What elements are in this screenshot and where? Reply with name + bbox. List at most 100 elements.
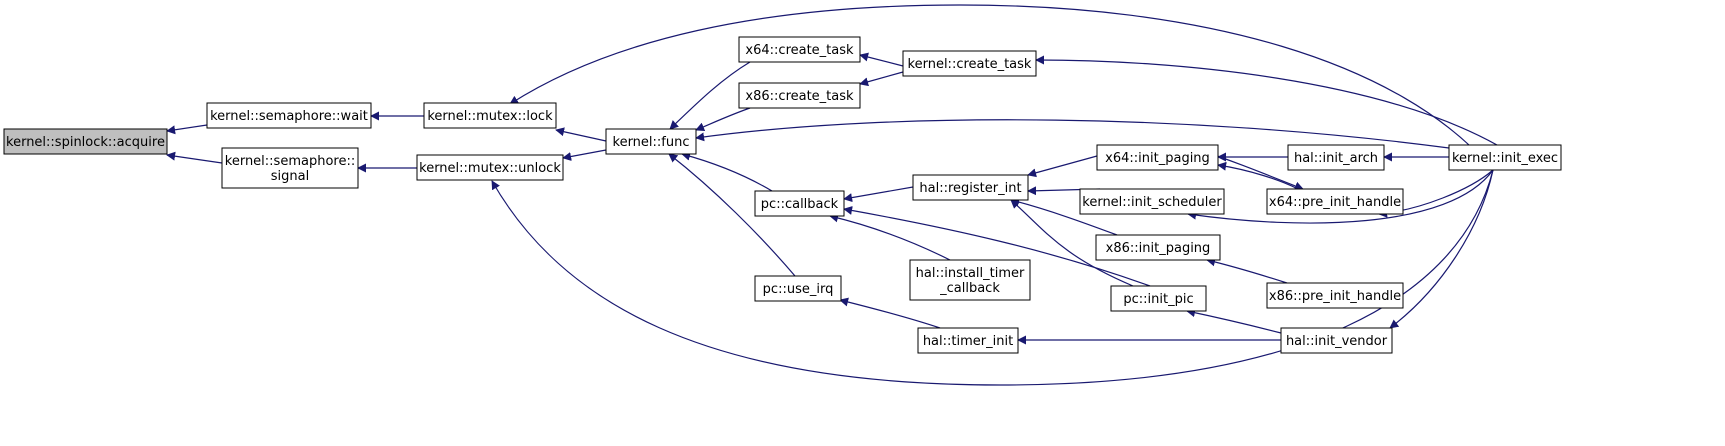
node-box — [1287, 144, 1385, 171]
node-box — [1095, 234, 1221, 261]
node-box — [909, 259, 1031, 301]
edge-hal-register-int-to-pc-callback — [843, 186, 914, 203]
node-label: hal::timer_init — [923, 334, 1013, 349]
edge-pc-callback-to-kernel-func — [681, 151, 773, 192]
nodes-layer: kernel::spinlock::acquirekernel::semapho… — [3, 36, 1562, 354]
edges-layer — [166, 4, 1498, 386]
edge-x64-init-paging-to-hal-register-int — [1027, 155, 1098, 178]
node-box — [912, 174, 1029, 201]
node-label: hal::install_timer — [916, 266, 1025, 281]
node-x86-create-task[interactable]: x86::create_task — [738, 82, 861, 109]
edge-kernel-init-exec-to-kernel-create-task — [1035, 55, 1498, 146]
node-box — [221, 147, 359, 189]
edge-kernel-func-to-mutex-unlock — [562, 149, 607, 161]
edge-hal-timer-init-to-pc-use-irq — [839, 297, 941, 329]
node-label: kernel::create_task — [908, 57, 1032, 72]
node-box — [423, 102, 557, 129]
edge-sem-signal-to-spinlock-acquire — [166, 151, 223, 164]
node-mutex-lock[interactable]: kernel::mutex::lock — [423, 102, 557, 129]
node-hal-init-vendor[interactable]: hal::init_vendor — [1280, 327, 1393, 354]
edge-kernel-init-exec-to-hal-init-vendor — [1389, 169, 1494, 329]
node-label: kernel::mutex::lock — [427, 109, 553, 124]
node-label: hal::init_vendor — [1286, 334, 1388, 349]
edge-pc-init-pic-to-pc-callback — [843, 206, 1151, 287]
node-box — [917, 327, 1019, 354]
node-label: hal::register_int — [919, 181, 1021, 196]
node-label: x86::create_task — [745, 89, 854, 104]
edge-x64-create-task-to-kernel-func — [669, 61, 751, 130]
node-x64-create-task[interactable]: x64::create_task — [738, 36, 861, 63]
node-x86-init-paging[interactable]: x86::init_paging — [1095, 234, 1221, 261]
node-hal-install-timer-callback[interactable]: hal::install_timer_callback — [909, 259, 1031, 301]
node-label: kernel::init_scheduler — [1082, 195, 1222, 210]
node-kernel-create-task[interactable]: kernel::create_task — [902, 50, 1037, 77]
node-pc-use-irq[interactable]: pc::use_irq — [754, 275, 842, 302]
edge-x64-pre-init-handle-to-x64-init-paging — [1217, 161, 1299, 190]
node-hal-register-int[interactable]: hal::register_int — [912, 174, 1029, 201]
node-box — [1266, 282, 1404, 309]
node-hal-timer-init[interactable]: hal::timer_init — [917, 327, 1019, 354]
edge-x86-init-paging-to-hal-register-int — [1010, 197, 1118, 236]
edge-x86-create-task-to-kernel-func — [695, 107, 751, 132]
node-spinlock-acquire[interactable]: kernel::spinlock::acquire — [3, 128, 168, 155]
node-label: pc::callback — [761, 197, 839, 212]
node-box — [416, 154, 564, 181]
node-label: signal — [271, 169, 309, 184]
node-pc-init-pic[interactable]: pc::init_pic — [1110, 285, 1207, 312]
edge-kernel-create-task-to-x64-create-task — [859, 52, 904, 67]
node-pc-callback[interactable]: pc::callback — [754, 190, 845, 217]
node-mutex-unlock[interactable]: kernel::mutex::unlock — [416, 154, 564, 181]
edge-pc-init-pic-to-hal-register-int — [1010, 199, 1134, 287]
node-box — [3, 128, 168, 155]
node-label: pc::use_irq — [763, 282, 834, 297]
edge-kernel-init-exec-to-kernel-func — [695, 119, 1450, 149]
node-kernel-func[interactable]: kernel::func — [605, 128, 697, 155]
edge-kernel-init-exec-to-mutex-unlock — [491, 169, 1494, 386]
node-box — [206, 102, 372, 129]
node-x86-pre-init-handle[interactable]: x86::pre_init_handle — [1266, 282, 1404, 309]
node-sem-wait[interactable]: kernel::semaphore::wait — [206, 102, 372, 129]
node-label: kernel::semaphore:: — [225, 154, 355, 169]
node-label: x86::pre_init_handle — [1269, 289, 1401, 304]
node-sem-signal[interactable]: kernel::semaphore::signal — [221, 147, 359, 189]
edge-kernel-init-exec-to-kernel-init-scheduler — [1187, 169, 1494, 224]
node-label: kernel::func — [613, 135, 690, 150]
node-label: kernel::semaphore::wait — [210, 109, 368, 124]
node-x64-init-paging[interactable]: x64::init_paging — [1096, 144, 1219, 171]
edge-hal-install-timer-callback-to-pc-callback — [829, 213, 951, 261]
node-box — [1448, 144, 1562, 171]
node-x64-pre-init-handle[interactable]: x64::pre_init_handle — [1266, 188, 1404, 215]
node-box — [902, 50, 1037, 77]
node-box — [754, 190, 845, 217]
node-box — [1110, 285, 1207, 312]
edge-kernel-func-to-mutex-lock — [555, 127, 607, 142]
node-box — [1280, 327, 1393, 354]
node-kernel-init-scheduler[interactable]: kernel::init_scheduler — [1079, 188, 1225, 215]
node-box — [1079, 188, 1225, 215]
node-label: x64::create_task — [745, 43, 854, 58]
edge-sem-wait-to-spinlock-acquire — [166, 124, 208, 135]
node-box — [738, 36, 861, 63]
node-box — [1266, 188, 1404, 215]
edge-x86-pre-init-handle-to-x86-init-paging — [1206, 257, 1288, 284]
node-label: kernel::spinlock::acquire — [6, 135, 165, 150]
node-label: x64::init_paging — [1105, 151, 1210, 166]
node-label: pc::init_pic — [1123, 292, 1193, 307]
edge-pc-use-irq-to-kernel-func — [668, 153, 796, 277]
node-box — [605, 128, 697, 155]
node-kernel-init-exec[interactable]: kernel::init_exec — [1448, 144, 1562, 171]
node-box — [738, 82, 861, 109]
node-label: x86::init_paging — [1106, 241, 1211, 256]
node-box — [1096, 144, 1219, 171]
node-label: hal::init_arch — [1294, 151, 1378, 166]
node-box — [754, 275, 842, 302]
node-hal-init-arch[interactable]: hal::init_arch — [1287, 144, 1385, 171]
edge-kernel-init-exec-to-mutex-lock — [509, 4, 1494, 171]
node-label: kernel::mutex::unlock — [419, 161, 561, 176]
node-label: x64::pre_init_handle — [1269, 195, 1401, 210]
node-label: _callback — [939, 281, 1000, 296]
edge-kernel-create-task-to-x86-create-task — [859, 71, 904, 87]
edge-hal-init-vendor-to-pc-init-pic — [1186, 308, 1282, 334]
node-label: kernel::init_exec — [1452, 151, 1558, 166]
